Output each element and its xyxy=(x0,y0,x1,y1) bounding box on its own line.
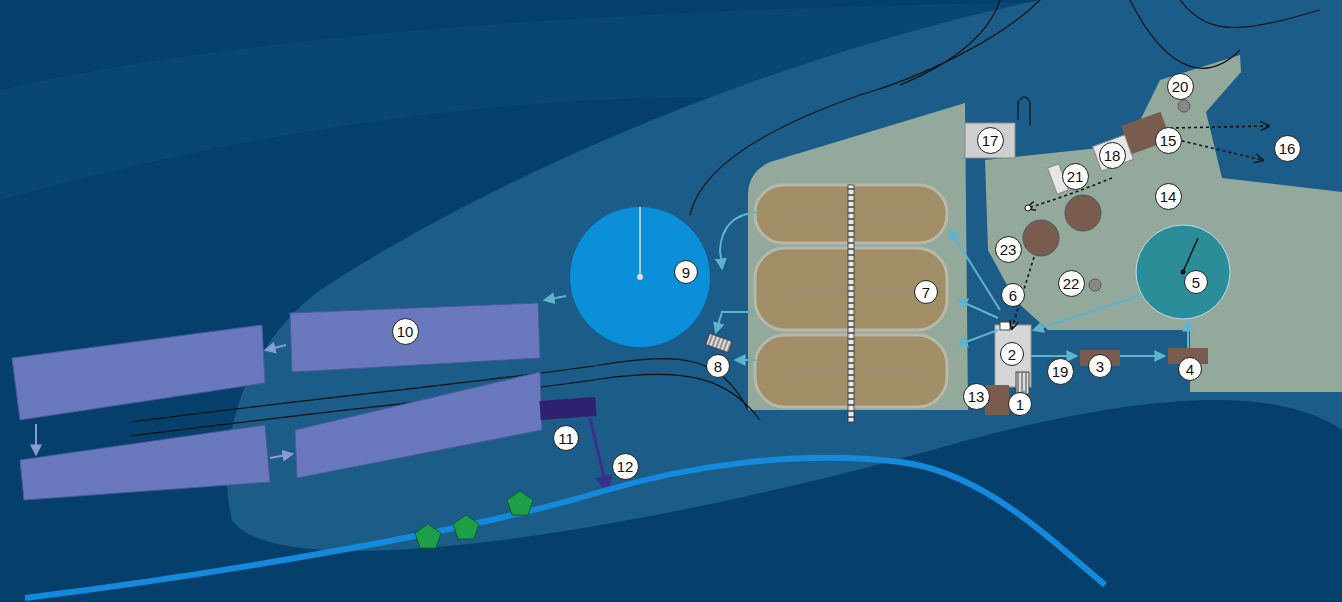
callout-number: 2 xyxy=(1000,342,1024,366)
callout-number: 18 xyxy=(1099,142,1126,169)
callout-number: 19 xyxy=(1047,358,1074,385)
callout-number: 13 xyxy=(963,383,990,410)
callout-number: 5 xyxy=(1184,270,1208,294)
lagoons xyxy=(12,303,542,500)
callout-number: 21 xyxy=(1062,163,1089,190)
callout-number: 1 xyxy=(1008,392,1032,416)
plant-ground xyxy=(748,103,968,410)
road-line xyxy=(130,0,1320,436)
callout-number: 17 xyxy=(977,127,1004,154)
ground-swoosh xyxy=(227,0,1342,551)
callout-number: 22 xyxy=(1058,270,1085,297)
callout-number: 7 xyxy=(914,280,938,304)
callout-number: 10 xyxy=(392,318,419,345)
callout-number: 9 xyxy=(674,260,698,284)
callout-number: 16 xyxy=(1274,135,1301,162)
plant-ground xyxy=(985,55,1342,392)
callout-number: 14 xyxy=(1155,183,1182,210)
callout-number: 15 xyxy=(1155,127,1182,154)
callout-number: 23 xyxy=(995,236,1022,263)
callout-number: 6 xyxy=(1001,283,1025,307)
callout-number: 8 xyxy=(706,354,730,378)
callout-number: 20 xyxy=(1167,73,1194,100)
callout-number: 11 xyxy=(553,425,579,451)
callout-number: 3 xyxy=(1088,354,1112,378)
callout-number: 12 xyxy=(612,453,639,480)
river xyxy=(25,458,1105,598)
callout-number: 4 xyxy=(1178,357,1202,381)
aeration-basins xyxy=(755,185,947,422)
